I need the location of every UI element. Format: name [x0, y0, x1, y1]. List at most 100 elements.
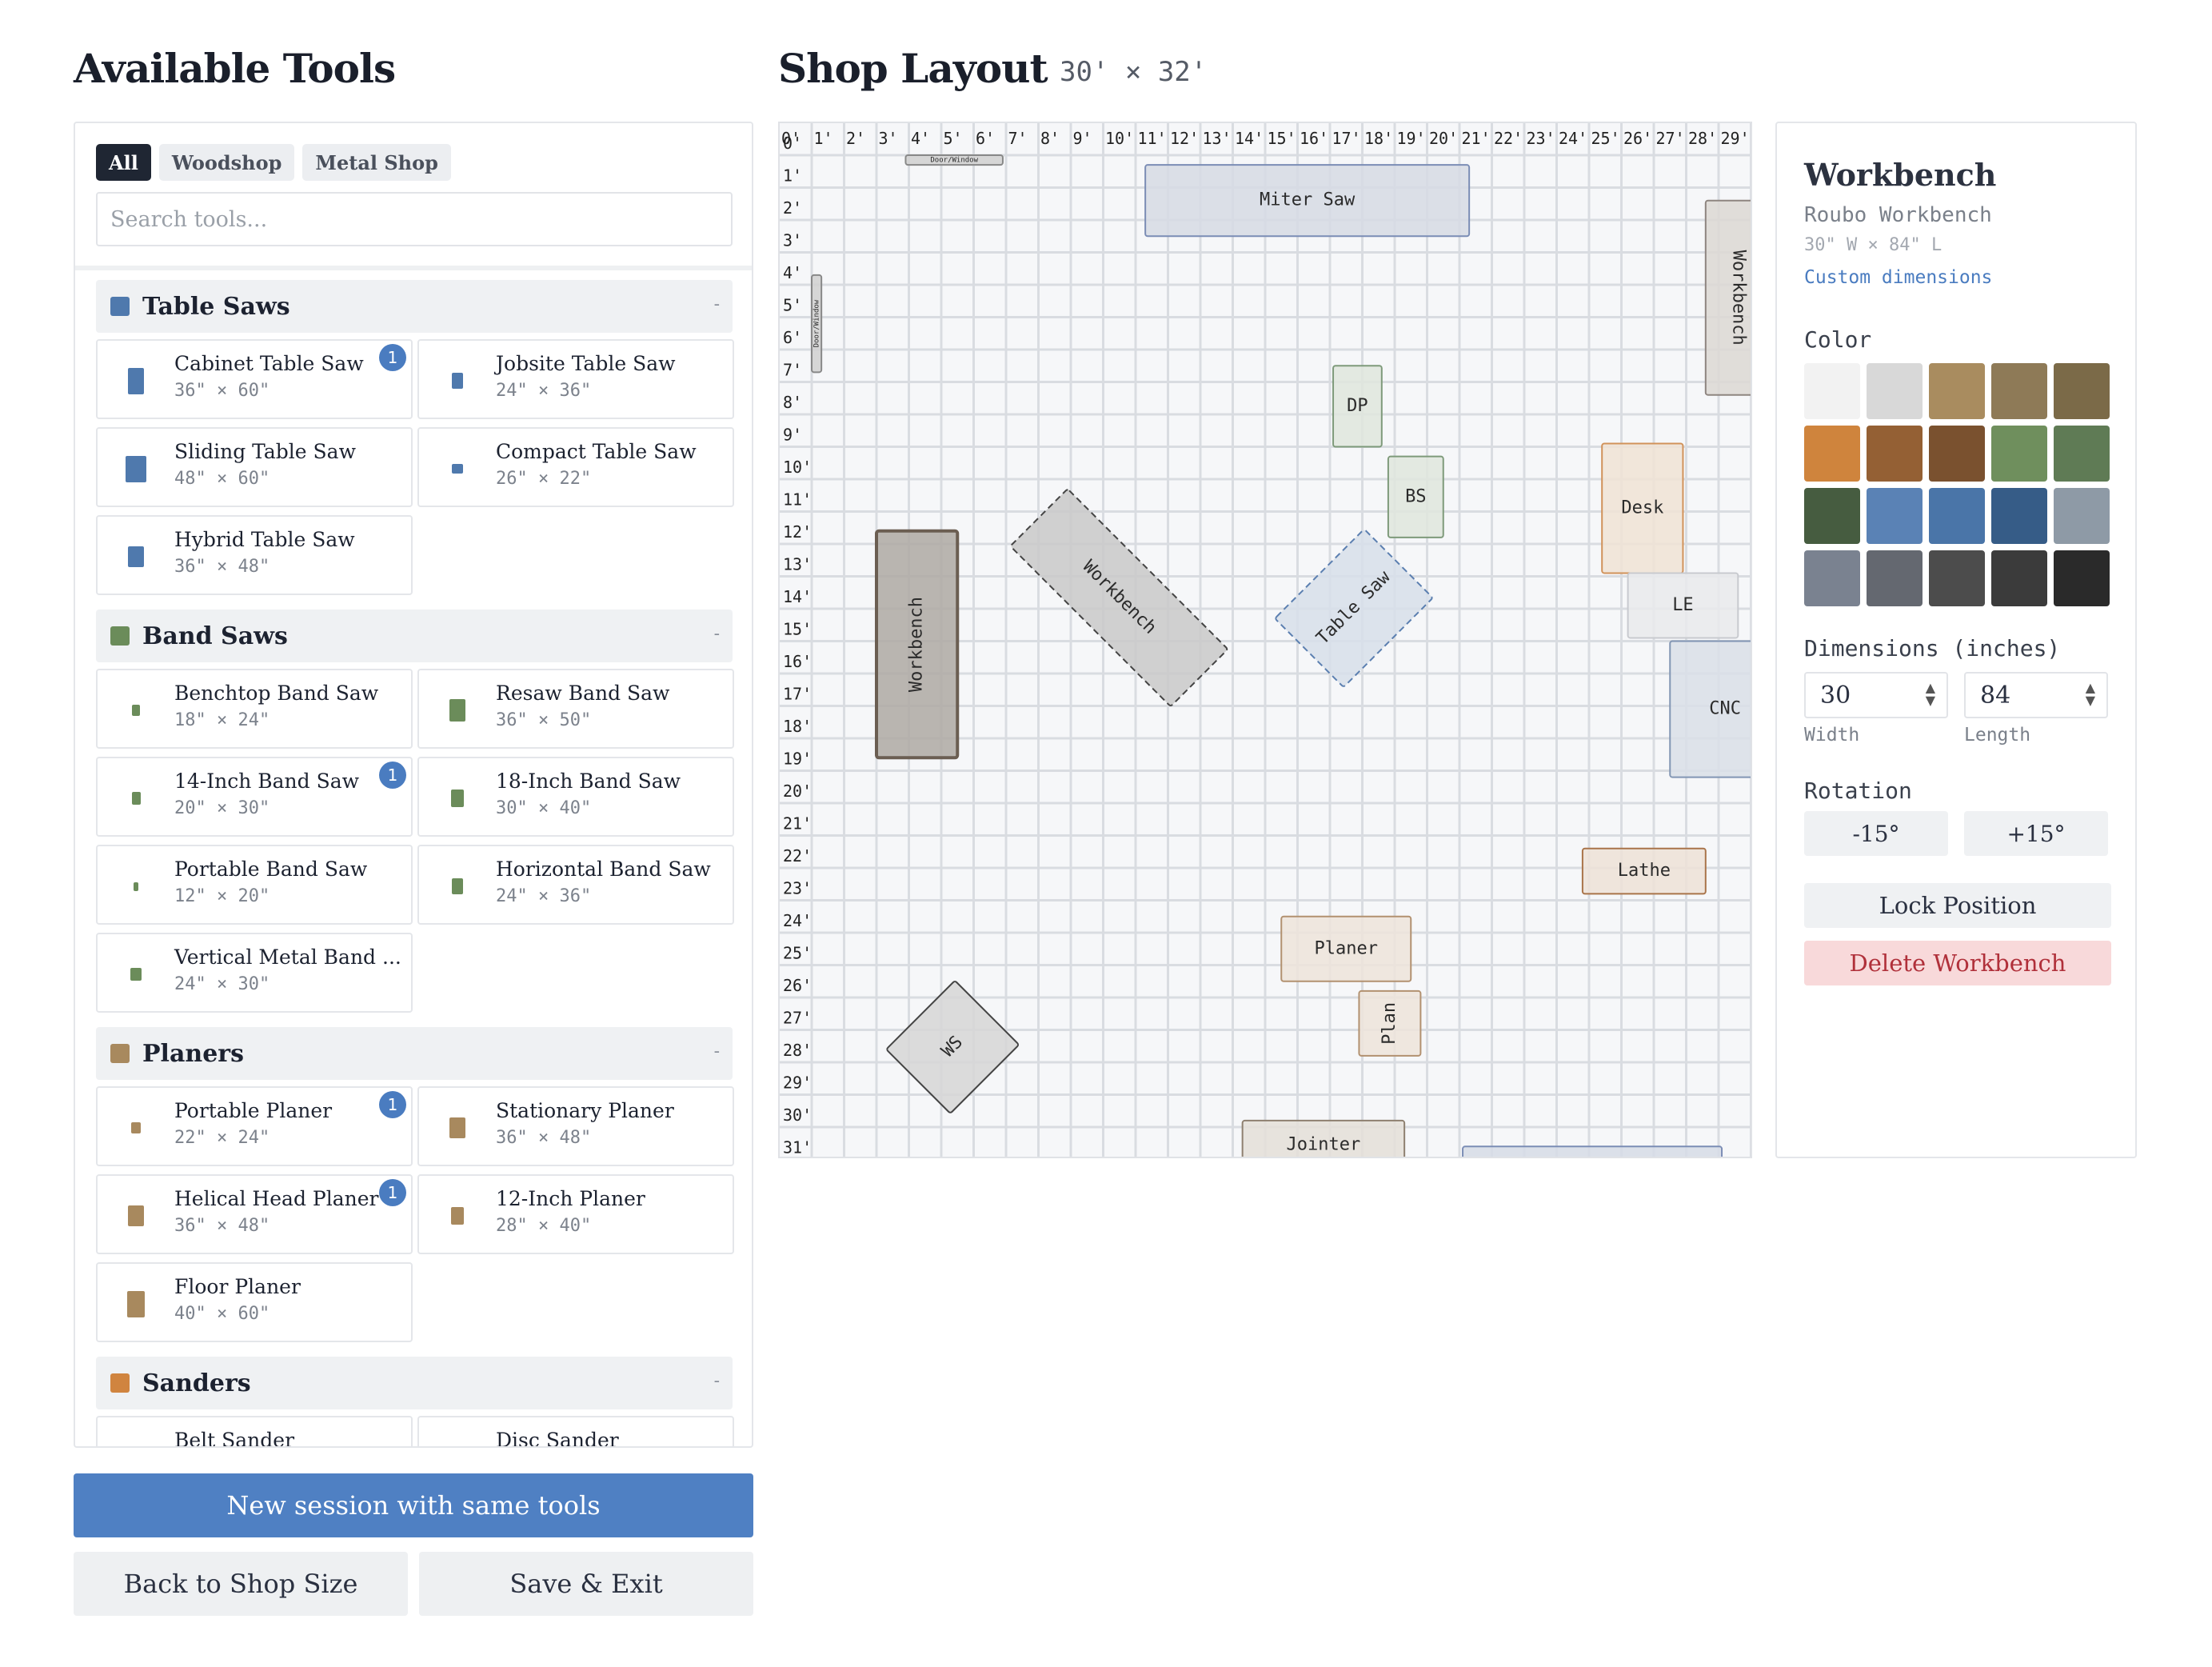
- color-swatch[interactable]: [1929, 426, 1985, 482]
- color-swatch[interactable]: [1804, 426, 1860, 482]
- color-swatch[interactable]: [1991, 550, 2047, 606]
- color-swatch[interactable]: [1804, 550, 1860, 606]
- tool-card[interactable]: Disc Sander: [417, 1416, 734, 1446]
- color-swatch[interactable]: [1929, 550, 1985, 606]
- tool-footprint[interactable]: [1241, 1119, 1406, 1158]
- tool-footprint[interactable]: [1144, 164, 1471, 238]
- tool-footprint[interactable]: [875, 529, 960, 760]
- category-header[interactable]: Sanders-: [96, 1357, 733, 1409]
- layout-tool[interactable]: BS: [1387, 455, 1444, 538]
- lock-position-button[interactable]: Lock Position: [1804, 883, 2111, 928]
- tool-footprint[interactable]: [1387, 455, 1444, 538]
- tool-footprint[interactable]: [811, 274, 823, 374]
- layout-tool[interactable]: WS: [886, 981, 1020, 1113]
- tool-card[interactable]: Vertical Metal Band ...24" × 30": [96, 933, 413, 1013]
- color-swatch[interactable]: [1929, 488, 1985, 544]
- layout-tool[interactable]: Planer: [1280, 915, 1412, 982]
- tool-footprint[interactable]: [1669, 640, 1752, 778]
- layout-tool[interactable]: Table Saw: [1275, 529, 1433, 687]
- filter-all[interactable]: All: [96, 144, 151, 181]
- layout-tool[interactable]: Jointer: [1241, 1119, 1406, 1158]
- rotate-minus-button[interactable]: -15°: [1804, 811, 1948, 856]
- color-swatch[interactable]: [1867, 488, 1923, 544]
- tool-footprint[interactable]: [904, 154, 1004, 166]
- color-swatch[interactable]: [1991, 488, 2047, 544]
- shop-layout-canvas[interactable]: 0'1'2'3'4'5'6'7'8'9'10'11'12'13'14'15'16…: [778, 122, 1752, 1158]
- color-swatch[interactable]: [1867, 363, 1923, 419]
- tool-footprint[interactable]: [886, 981, 1020, 1113]
- layout-tool[interactable]: Workbench: [875, 529, 960, 760]
- color-swatch[interactable]: [1867, 426, 1923, 482]
- width-input[interactable]: 30 ▲▼: [1804, 672, 1948, 718]
- layout-tool[interactable]: CNC: [1669, 640, 1752, 778]
- filter-woodshop[interactable]: Woodshop: [158, 144, 295, 181]
- color-swatch[interactable]: [1867, 550, 1923, 606]
- tool-footprint[interactable]: [1280, 915, 1412, 982]
- color-swatch[interactable]: [2054, 363, 2110, 419]
- stepper-icon[interactable]: ▲▼: [1925, 680, 1935, 708]
- filter-metal-shop[interactable]: Metal Shop: [302, 144, 451, 181]
- collapse-icon[interactable]: -: [713, 294, 720, 314]
- tool-card[interactable]: Belt Sander: [96, 1416, 413, 1446]
- layout-tool[interactable]: Miter Saw: [1144, 164, 1471, 238]
- tool-footprint[interactable]: [1332, 365, 1383, 448]
- color-swatch[interactable]: [1804, 488, 1860, 544]
- tool-footprint[interactable]: [1275, 529, 1433, 687]
- collapse-icon[interactable]: -: [713, 1041, 720, 1061]
- collapse-icon[interactable]: -: [713, 1371, 720, 1391]
- color-swatch[interactable]: [1929, 363, 1985, 419]
- color-swatch[interactable]: [1804, 363, 1860, 419]
- delete-tool-button[interactable]: Delete Workbench: [1804, 941, 2111, 985]
- layout-tool[interactable]: Door/Window: [904, 154, 1004, 166]
- layout-tool[interactable]: Door/Window: [811, 274, 823, 374]
- tool-footprint[interactable]: [1704, 199, 1752, 396]
- color-swatch[interactable]: [2054, 488, 2110, 544]
- color-swatch[interactable]: [1991, 363, 2047, 419]
- tool-footprint[interactable]: [1010, 489, 1228, 706]
- search-input[interactable]: Search tools...: [96, 192, 733, 246]
- category-header[interactable]: Band Saws-: [96, 610, 733, 662]
- color-swatch[interactable]: [2054, 426, 2110, 482]
- tool-footprint[interactable]: [1627, 572, 1739, 639]
- category-header[interactable]: Table Saws-: [96, 280, 733, 333]
- save-exit-button[interactable]: Save & Exit: [419, 1552, 753, 1616]
- layout-tool[interactable]: LE: [1627, 572, 1739, 639]
- layout-tool[interactable]: Plan: [1358, 989, 1422, 1057]
- tool-footprint[interactable]: [1358, 989, 1422, 1057]
- stepper-icon[interactable]: ▲▼: [2085, 680, 2095, 708]
- layout-tool[interactable]: Lathe: [1581, 847, 1707, 895]
- rotate-plus-button[interactable]: +15°: [1964, 811, 2108, 856]
- layout-drawing[interactable]: 0'1'2'3'4'5'6'7'8'9'10'11'12'13'14'15'16…: [780, 123, 1752, 1158]
- layout-tool[interactable]: Workbench: [1704, 199, 1752, 396]
- new-session-button[interactable]: New session with same tools: [74, 1473, 753, 1537]
- color-swatch[interactable]: [2054, 550, 2110, 606]
- collapse-icon[interactable]: -: [713, 624, 720, 644]
- color-swatch[interactable]: [1991, 426, 2047, 482]
- layout-tool[interactable]: Lumber: [1462, 1145, 1723, 1158]
- layout-tool[interactable]: DP: [1332, 365, 1383, 448]
- layout-tool[interactable]: Desk: [1601, 442, 1684, 574]
- custom-dimensions-link[interactable]: Custom dimensions: [1804, 267, 1993, 288]
- category-header[interactable]: Planers-: [96, 1027, 733, 1080]
- length-input[interactable]: 84 ▲▼: [1964, 672, 2108, 718]
- tool-footprint[interactable]: [1462, 1145, 1723, 1158]
- layout-tool[interactable]: Workbench: [1010, 489, 1228, 706]
- back-to-shop-size-button[interactable]: Back to Shop Size: [74, 1552, 408, 1616]
- tool-footprint[interactable]: [1581, 847, 1707, 895]
